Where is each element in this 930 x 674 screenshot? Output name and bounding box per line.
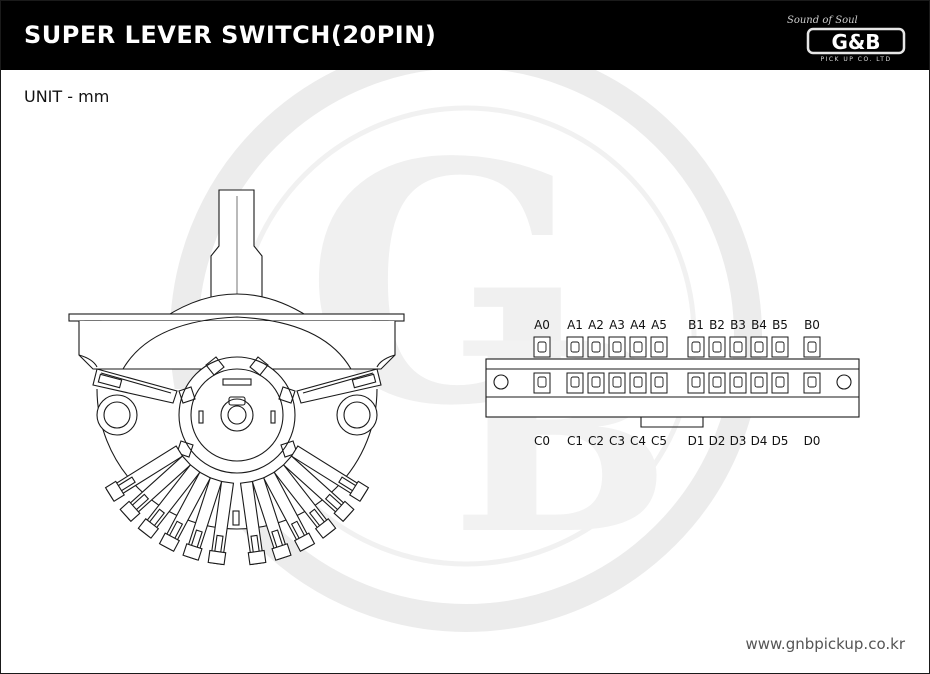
pin-label-bottom: C4: [630, 434, 646, 448]
pin-label-bottom: D5: [772, 434, 789, 448]
pin-label-bottom: C2: [588, 434, 604, 448]
pin-label-bottom: D3: [730, 434, 747, 448]
pin-label-top: B5: [772, 318, 788, 332]
pin-label-top: A5: [651, 318, 667, 332]
pin-label-bottom: C5: [651, 434, 667, 448]
pin-label-top: A3: [609, 318, 625, 332]
lug-group-right: [239, 445, 370, 566]
logo-mark: G&B: [831, 30, 880, 54]
pin-label-top: B4: [751, 318, 767, 332]
pin-label-top: B1: [688, 318, 704, 332]
pin-label-bottom: C1: [567, 434, 583, 448]
pin-label-top: B3: [730, 318, 746, 332]
switch-side-view: [68, 189, 405, 566]
pin-label-top: B0: [804, 318, 820, 332]
pin-row: A0C0A1C1A2C2A3C3A4C4A5C5B1D1B2D2B3D3B4D4…: [533, 318, 821, 448]
logo-script: Sound of Soul: [787, 15, 858, 26]
logo-subtitle: PICK UP CO. LTD: [820, 56, 891, 63]
pin-label-bottom: C0: [534, 434, 550, 448]
gnb-logo: Sound of Soul G&B PICK UP CO. LTD: [787, 15, 906, 63]
pin-label-bottom: C3: [609, 434, 625, 448]
page-title: SUPER LEVER SWITCH(20PIN): [24, 21, 437, 49]
pin-label-top: B2: [709, 318, 725, 332]
website-url[interactable]: www.gnbpickup.co.kr: [745, 635, 906, 653]
pin-label-top: A2: [588, 318, 604, 332]
header-bar: SUPER LEVER SWITCH(20PIN) Sound of Soul …: [1, 1, 929, 70]
pin-label-bottom: D4: [751, 434, 768, 448]
pin-label-bottom: D1: [688, 434, 705, 448]
pin-label-top: A4: [630, 318, 646, 332]
unit-label: UNIT - mm: [24, 87, 110, 106]
lug-group-left: [104, 445, 235, 566]
pin-label-top: A1: [567, 318, 583, 332]
pin-label-bottom: D0: [804, 434, 821, 448]
pin-label-bottom: D2: [709, 434, 726, 448]
pin-label-top: A0: [534, 318, 550, 332]
